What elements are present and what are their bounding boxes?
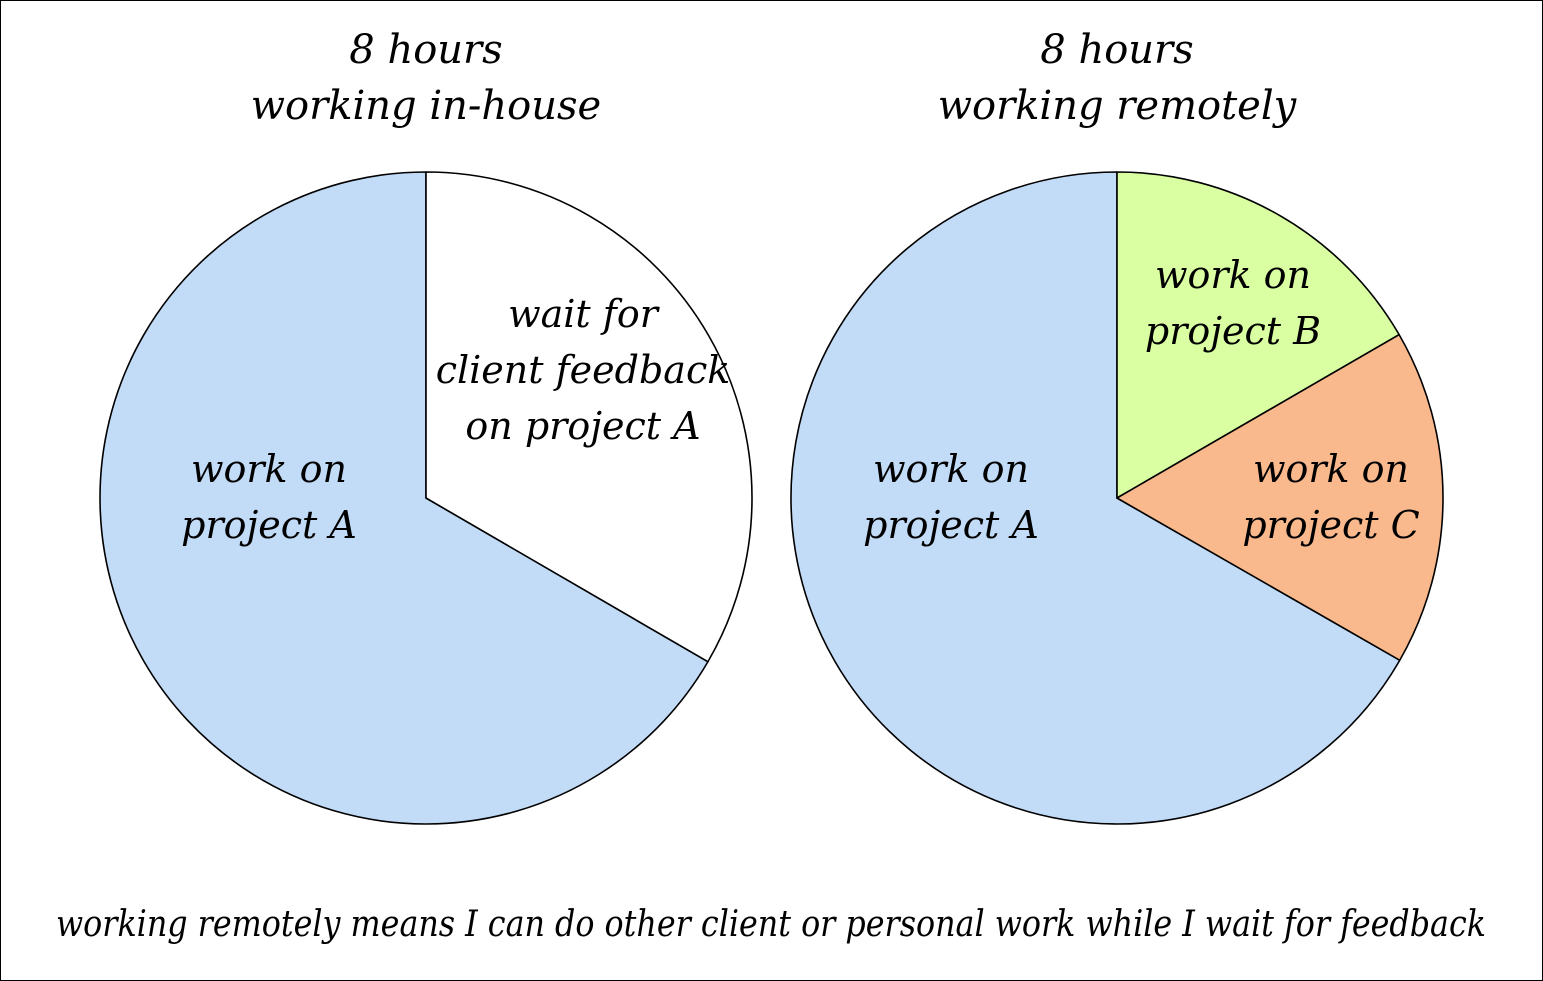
pie-1-title-line-1: 8 hours bbox=[349, 27, 502, 73]
pie-1-slice-1-label-line-1: work on bbox=[191, 447, 347, 491]
pie-2-slice-3 bbox=[1116, 333, 1444, 662]
pie-1-title-line-2: working in-house bbox=[251, 83, 601, 129]
pie-2-slice-2-label-line-2: project B bbox=[1145, 309, 1321, 353]
pie-2-slice-2-label-line-1: work on bbox=[1155, 253, 1311, 297]
pie-1-slice-1-label-line-2: project A bbox=[181, 503, 357, 547]
pie-2-slice-1-label-line-2: project A bbox=[863, 503, 1039, 547]
pie-2-title-line-2: working remotely bbox=[938, 83, 1298, 129]
pie-2-slice-3-label-line-1: work on bbox=[1253, 447, 1409, 491]
pie-2-slice-3-label-line-2: project C bbox=[1242, 503, 1419, 547]
pie-chart-1: 8 hours working in-house work on project A w… bbox=[99, 27, 753, 825]
pie-2-slice-2 bbox=[1116, 171, 1400, 499]
pie-chart-2: 8 hours working remotely work on project A w… bbox=[790, 27, 1444, 825]
pie-1-slice-1 bbox=[99, 171, 709, 825]
pie-1-slice-2-label-line-2: client feedback bbox=[436, 348, 731, 392]
pie-1-slice-2-label-line-3: on project A bbox=[465, 404, 700, 448]
pie-2-title-line-1: 8 hours bbox=[1040, 27, 1193, 73]
pie-1-slice-2 bbox=[425, 171, 753, 663]
pie-1-slice-2-label-line-1: wait for bbox=[508, 292, 661, 336]
pie-2-slice-1 bbox=[790, 171, 1401, 825]
figure-caption: working remotely means I can do other cl… bbox=[56, 904, 1486, 945]
pie-2-slice-1-label-line-1: work on bbox=[873, 447, 1029, 491]
